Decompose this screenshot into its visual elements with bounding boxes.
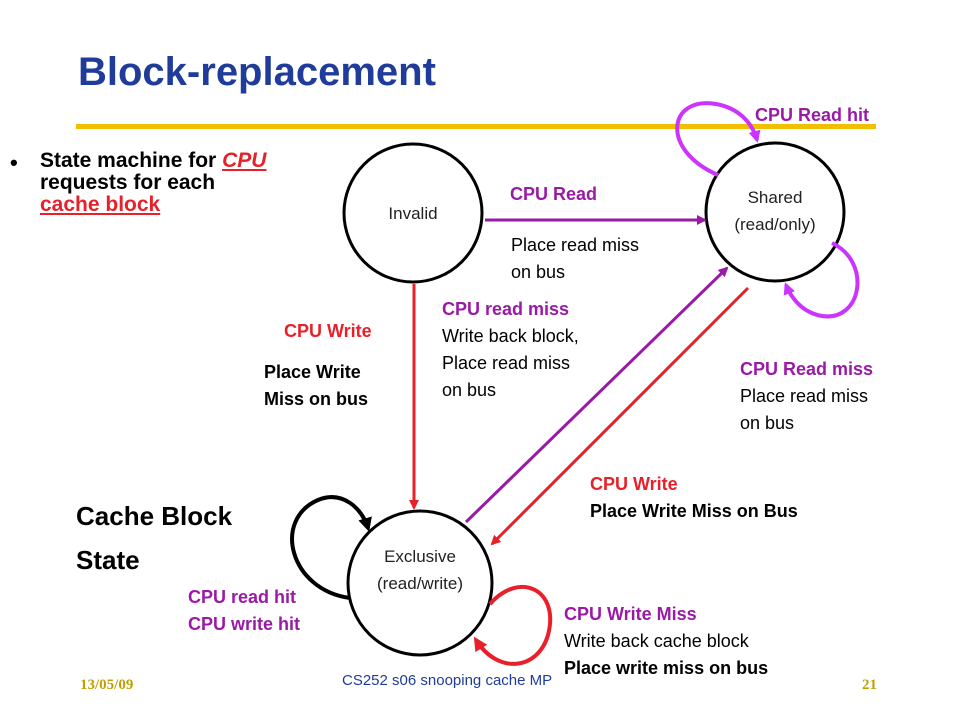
label-cpu-write-right-title: CPU Write <box>590 474 678 494</box>
label-cpu-read-miss-center-3: on bus <box>442 380 497 400</box>
label-cpu-write-right-line: Place Write Miss on Bus <box>590 501 798 521</box>
arrow-shared-to-exclusive <box>490 286 750 546</box>
cache-block-state-line-2: State <box>76 545 140 575</box>
label-cpu-write-miss-1: Write back cache block <box>564 631 749 651</box>
state-exclusive-circle <box>346 509 494 657</box>
bullet-cpu: CPU <box>222 149 267 172</box>
bullet-pre: State machine for <box>40 149 223 172</box>
label-cpu-write-miss: CPU Write Miss Write back cache block Pl… <box>564 601 768 682</box>
loop-shared-read-hit <box>675 101 761 177</box>
title-underline <box>76 124 876 129</box>
label-cpu-write-miss-2: Place write miss on bus <box>564 658 769 678</box>
label-cpu-read-miss-center-2: Place read miss <box>442 353 571 373</box>
loop-shared-read-miss <box>783 241 860 319</box>
label-cpu-read-miss-right: CPU Read miss Place read miss on bus <box>740 356 873 437</box>
state-exclusive-name: Exclusive <box>384 547 456 566</box>
label-cpu-read-miss-center-1: Write back block, <box>442 326 579 346</box>
label-place-write-miss-left-2: Miss on bus <box>264 389 369 409</box>
arrow-exclusive-to-shared <box>464 266 729 524</box>
label-cpu-write-left: CPU Write <box>284 321 372 341</box>
label-cpu-read-hit-exclusive: CPU read hit <box>188 587 297 607</box>
state-shared-circle <box>704 141 846 283</box>
label-place-read-miss: Place read miss on bus <box>511 232 639 286</box>
label-cpu-write-right: CPU Write Place Write Miss on Bus <box>590 471 798 525</box>
label-cpu-read-hit: CPU Read hit <box>755 105 870 125</box>
label-cpu-read-miss-right-1: Place read miss <box>740 386 869 406</box>
state-shared-name: Shared <box>747 188 803 207</box>
label-place-write-miss-left-1: Place Write <box>264 362 361 382</box>
bullet-text: State machine for CPU requests for each … <box>40 150 280 216</box>
label-place-read-miss-2: on bus <box>511 262 566 282</box>
loop-exclusive-write-miss <box>473 584 552 666</box>
label-place-read-miss-1: Place read miss <box>511 235 640 255</box>
cache-block-state-label: Cache Block State <box>76 494 232 582</box>
slide-title: Block-replacement <box>78 50 436 94</box>
footer-date: 13/05/09 <box>80 677 134 693</box>
bullet-mid: requests for each <box>40 171 216 194</box>
footer-page-number: 21 <box>862 677 877 693</box>
footer-course: CS252 s06 snooping cache MP <box>342 672 553 689</box>
state-invalid-label: Invalid <box>344 200 482 227</box>
loop-exclusive-hits <box>290 495 372 600</box>
bullet-cache-block: cache block <box>40 193 161 216</box>
label-cpu-read-miss-right-2: on bus <box>740 413 795 433</box>
label-cpu-hits: CPU read hit CPU write hit <box>188 584 300 638</box>
state-exclusive-sub: (read/write) <box>377 574 463 593</box>
label-cpu-read: CPU Read <box>510 184 598 204</box>
state-shared-label: Shared (read/only) <box>706 184 844 238</box>
bullet-marker: • <box>10 150 18 175</box>
label-cpu-read-miss-center-title: CPU read miss <box>442 299 570 319</box>
label-cpu-read-miss-center: CPU read miss Write back block, Place re… <box>442 296 579 404</box>
cache-block-state-line-1: Cache Block <box>76 501 233 531</box>
state-invalid-name: Invalid <box>388 204 438 223</box>
label-cpu-read-miss-right-title: CPU Read miss <box>740 359 874 379</box>
label-cpu-write-miss-title: CPU Write Miss <box>564 604 697 624</box>
label-cpu-write-hit-exclusive: CPU write hit <box>188 614 301 634</box>
label-place-write-miss-left: Place Write Miss on bus <box>264 359 368 413</box>
state-invalid-circle <box>342 142 484 284</box>
state-shared-sub: (read/only) <box>734 215 816 234</box>
state-exclusive-label: Exclusive (read/write) <box>350 543 490 597</box>
